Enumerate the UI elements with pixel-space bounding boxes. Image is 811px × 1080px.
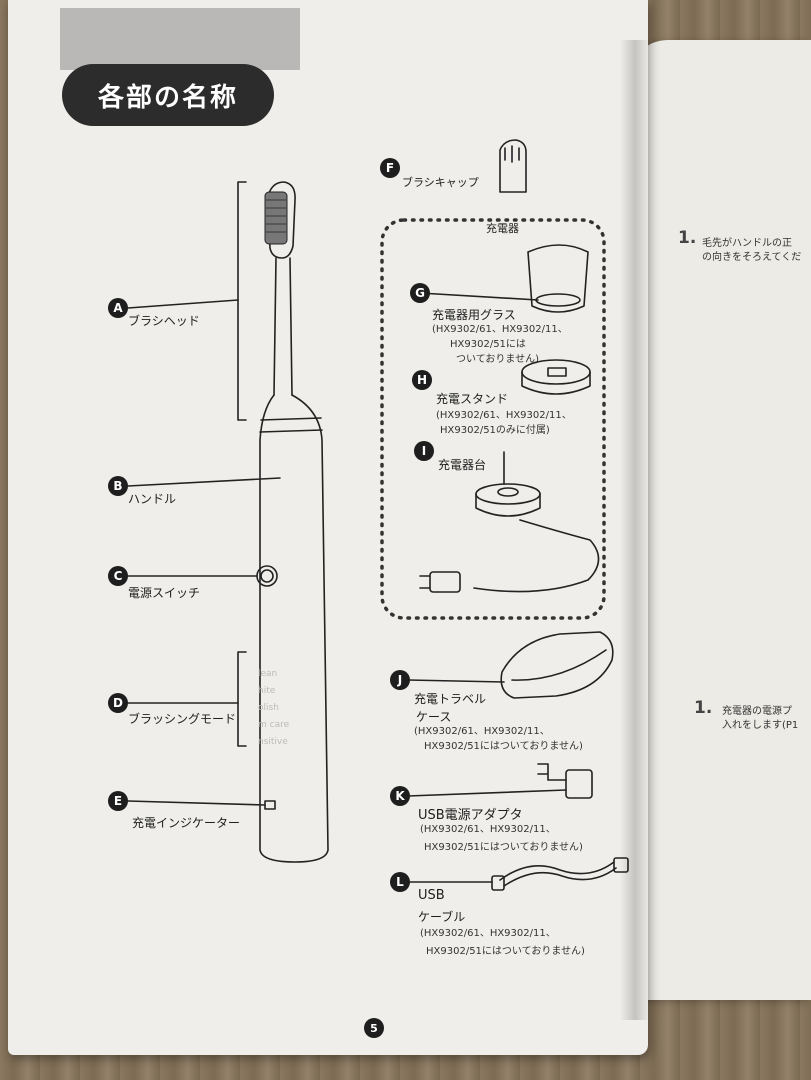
toothbrush-handle <box>259 394 329 863</box>
charger-cable <box>473 519 600 593</box>
label-charger-group: 充電器 <box>486 222 519 235</box>
title-tab <box>60 8 300 70</box>
badge-d: D <box>108 693 128 713</box>
label-charger-base: 充電器台 <box>438 458 487 472</box>
badge-a: A <box>108 298 128 318</box>
right-step1-number: 1. <box>678 228 697 248</box>
label-brush-cap: ブラシキャップ <box>402 176 479 189</box>
badge-i: I <box>414 441 434 461</box>
badge-b: B <box>108 476 128 496</box>
note-usb-adapter-2: HX9302/51にはついておりません) <box>424 842 583 853</box>
mode-text-1: lean <box>258 669 278 679</box>
badge-l: L <box>390 872 410 892</box>
mode-text-3: olish <box>258 703 279 713</box>
travel-case-icon <box>500 631 614 699</box>
badge-g: G <box>410 283 430 303</box>
page-spine-shadow <box>620 40 650 1020</box>
note-charger-glass-2: HX9302/51には <box>450 339 526 350</box>
right-step2-number: 1. <box>694 698 713 718</box>
manual-page <box>8 0 648 1055</box>
label-usb-cable: USB <box>418 888 445 903</box>
label-charger-glass: 充電器用グラス <box>432 308 516 322</box>
title-banner: 各部の名称 <box>62 64 274 126</box>
label-usb-cable-2: ケーブル <box>418 910 466 924</box>
brush-neck <box>273 257 293 396</box>
charger-base-icon <box>475 483 541 505</box>
usb-cable-icon <box>499 861 617 887</box>
label-travel-case-2: ケース <box>416 710 452 724</box>
badge-h: H <box>412 370 432 390</box>
label-usb-adapter: USB電源アダプタ <box>418 808 523 823</box>
usb-adapter-icon <box>565 769 593 799</box>
badge-c: C <box>108 566 128 586</box>
mode-text-2: hite <box>258 686 276 696</box>
mode-text-4: m care <box>258 720 290 730</box>
label-brushing-mode: ブラッシングモード <box>128 712 237 726</box>
note-charger-glass-1: (HX9302/61、HX9302/11、 <box>432 324 568 335</box>
brush-cap-icon <box>499 139 527 193</box>
page-number: 5 <box>364 1018 384 1038</box>
note-charger-glass-3: ついておりません) <box>456 354 540 365</box>
page-title: 各部の名称 <box>97 82 238 113</box>
note-usb-cable-2: HX9302/51にはついておりません) <box>426 946 585 957</box>
label-travel-case: 充電トラベル <box>414 692 487 706</box>
mode-text-5: nsitive <box>258 737 288 747</box>
label-brush-head: ブラシヘッド <box>128 314 200 328</box>
handle-band <box>259 417 323 433</box>
charger-plug <box>429 571 461 593</box>
right-step2-line2: 入れをします(P1 <box>722 720 799 731</box>
badge-j: J <box>390 670 410 690</box>
right-step2-line1: 充電器の電源プ <box>722 706 792 717</box>
mode-text-column: lean hite olish m care nsitive <box>258 666 289 751</box>
note-usb-adapter-1: (HX9302/61、HX9302/11、 <box>420 824 556 835</box>
note-travel-case-2: HX9302/51にはついておりません) <box>424 741 583 752</box>
label-handle: ハンドル <box>128 492 177 506</box>
note-charging-stand-1: (HX9302/61、HX9302/11、 <box>436 410 572 421</box>
charger-glass-icon <box>527 244 589 313</box>
right-step1-line2: の向きをそろえてくだ <box>702 252 802 263</box>
charger-group-frame <box>380 218 606 620</box>
badge-f: F <box>380 158 400 178</box>
label-charge-indicator: 充電インジケーター <box>132 816 241 830</box>
note-charging-stand-2: HX9302/51のみに付属) <box>440 425 550 436</box>
label-power-switch: 電源スイッチ <box>128 586 201 600</box>
right-page: 1. 毛先がハンドルの正 の向きをそろえてくだ 1. 充電器の電源プ 入れをしま… <box>628 40 811 1000</box>
badge-k: K <box>390 786 410 806</box>
charge-indicator <box>264 800 276 810</box>
note-travel-case-1: (HX9302/61、HX9302/11、 <box>414 726 550 737</box>
right-step1-line1: 毛先がハンドルの正 <box>702 238 792 249</box>
brush-head-outline <box>267 181 296 259</box>
badge-e: E <box>108 791 128 811</box>
note-usb-cable-1: (HX9302/61、HX9302/11、 <box>420 928 556 939</box>
label-charging-stand: 充電スタンド <box>436 392 509 406</box>
